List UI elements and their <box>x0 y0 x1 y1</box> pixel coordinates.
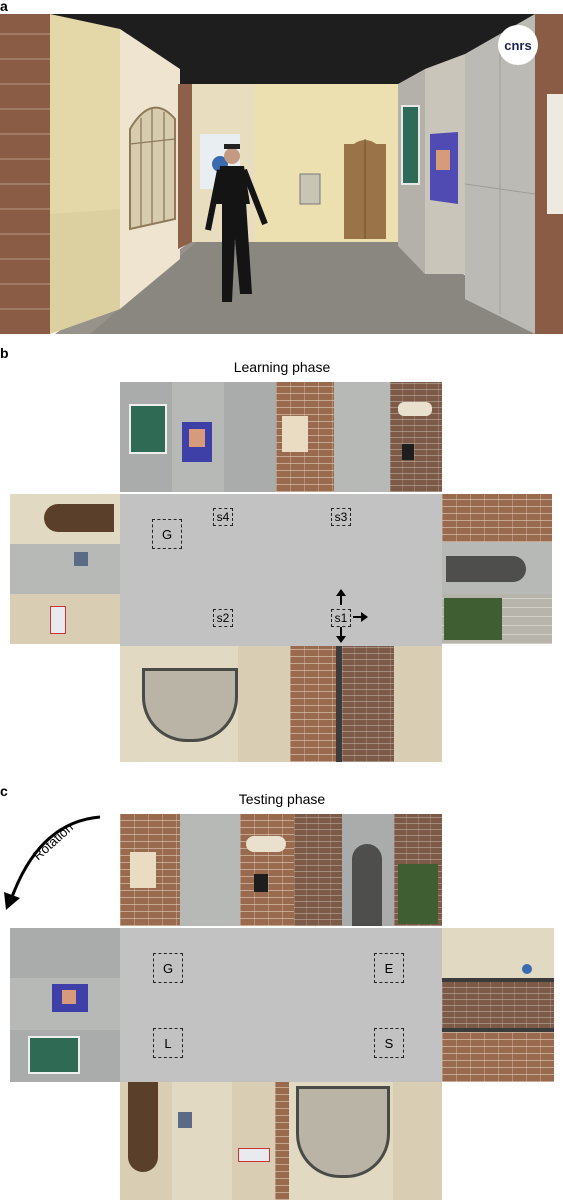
hedge <box>444 598 502 640</box>
b-marker-s1: s1 <box>331 609 351 627</box>
b-marker-s3: s3 <box>331 508 351 526</box>
c-top-wall <box>120 814 442 926</box>
c-marker-G: G <box>153 953 183 983</box>
poster <box>282 416 308 452</box>
wall-plaque <box>398 402 432 416</box>
b-marker-s4: s4 <box>213 508 233 526</box>
panel-c-letter: c <box>0 783 8 799</box>
c-bottom-wall <box>120 1082 442 1200</box>
green-shutter <box>129 404 167 454</box>
c-right-wall <box>442 928 554 1082</box>
b-marker-G: G <box>152 519 182 549</box>
info-sign <box>50 606 66 634</box>
c-left-wall <box>10 928 120 1082</box>
b-left-wall <box>10 494 120 644</box>
arched-window-plan <box>142 668 238 742</box>
s1-direction-arrows <box>336 589 368 643</box>
c-marker-L: L <box>153 1028 183 1058</box>
rotation-arrow-icon <box>4 815 101 910</box>
left-brick-wall <box>0 14 50 334</box>
grey-door <box>446 556 526 582</box>
b-marker-s2: s2 <box>213 609 233 627</box>
brown-door <box>44 504 114 532</box>
green-shutter-photo <box>401 105 420 185</box>
b-arena: G s4 s3 s2 s1 <box>120 494 442 646</box>
b-bottom-wall <box>120 646 442 762</box>
panel-a-letter: a <box>0 0 8 14</box>
c-marker-S: S <box>374 1028 404 1058</box>
panel-a-photo <box>0 14 563 334</box>
panel-b-letter: b <box>0 345 9 361</box>
panel-c-title: Testing phase <box>238 791 326 807</box>
cnrs-logo: cnrs <box>498 25 538 65</box>
b-right-wall <box>442 494 552 644</box>
walking-person <box>205 144 268 302</box>
c-marker-E: E <box>374 953 404 983</box>
panel-b-title: Learning phase <box>233 359 331 375</box>
wall-vent <box>402 444 414 460</box>
b-top-wall <box>120 382 442 492</box>
c-grey-door <box>352 844 382 926</box>
c-arena: G E L S <box>120 928 442 1082</box>
